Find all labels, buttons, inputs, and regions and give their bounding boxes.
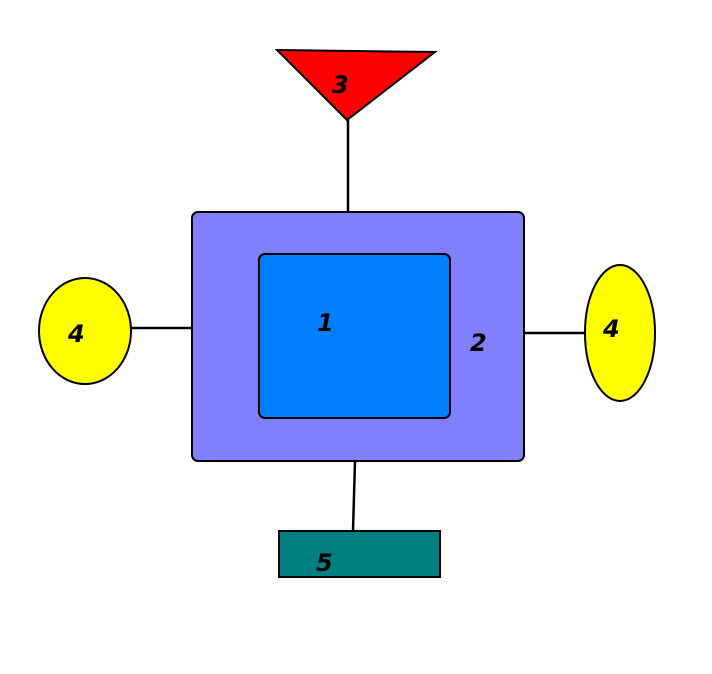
bottom-rect-label: 5	[316, 549, 333, 577]
top-triangle-shape	[274, 48, 438, 122]
inner-square-label: 1	[317, 309, 334, 337]
right-ellipse-label: 4	[602, 315, 620, 343]
right-ellipse-shape	[584, 264, 656, 402]
inner-square-box	[258, 253, 451, 419]
bottom-rect-shape	[278, 530, 441, 578]
connector-bottom	[351, 460, 357, 532]
outer-frame-label: 2	[470, 329, 487, 357]
left-ellipse-shape	[38, 277, 132, 385]
left-ellipse-label: 4	[67, 320, 85, 348]
top-triangle-label: 3	[332, 71, 349, 99]
